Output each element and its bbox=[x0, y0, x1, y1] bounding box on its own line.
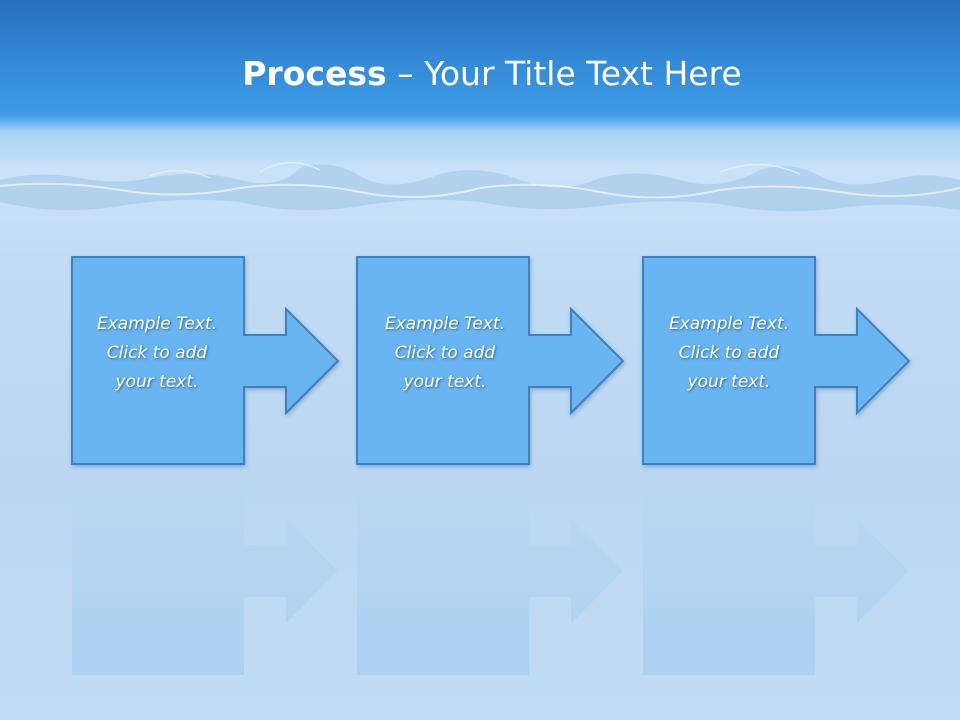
step-2-text[interactable]: Example Text. Click to add your text. bbox=[360, 310, 530, 397]
step-3-reflection bbox=[643, 468, 909, 675]
title-bold-part: Process bbox=[242, 54, 387, 93]
step-2-line-1: Example Text. bbox=[384, 314, 506, 334]
step-3-arrow-box[interactable] bbox=[642, 256, 911, 465]
step-1-line-2: Click to add bbox=[106, 343, 208, 363]
step-1-text[interactable]: Example Text. Click to add your text. bbox=[72, 310, 242, 397]
step-1-reflection bbox=[72, 468, 338, 675]
step-3-line-3: your text. bbox=[687, 372, 771, 392]
step-3-text[interactable]: Example Text. Click to add your text. bbox=[644, 310, 814, 397]
step-2-line-2: Click to add bbox=[394, 343, 496, 363]
water-surface-wave bbox=[0, 161, 960, 212]
slide-title[interactable]: Process – Your Title Text Here bbox=[0, 50, 960, 98]
step-1-arrow-box[interactable] bbox=[71, 256, 340, 465]
step-shapes bbox=[71, 256, 911, 465]
step-1-line-3: your text. bbox=[115, 372, 199, 392]
step-3-line-1: Example Text. bbox=[668, 314, 790, 334]
step-3-line-2: Click to add bbox=[678, 343, 780, 363]
step-reflections bbox=[72, 468, 909, 675]
title-rest-part: – Your Title Text Here bbox=[386, 54, 742, 93]
step-2-arrow-box[interactable] bbox=[356, 256, 625, 465]
step-2-line-3: your text. bbox=[403, 372, 487, 392]
step-2-reflection bbox=[357, 468, 623, 675]
step-1-line-1: Example Text. bbox=[96, 314, 218, 334]
